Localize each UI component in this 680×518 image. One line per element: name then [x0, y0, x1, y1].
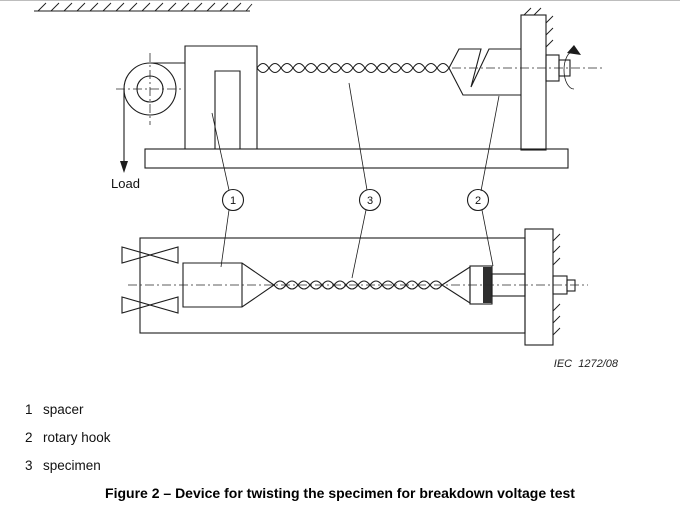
base-plate [144, 148, 569, 169]
legend-label: spacer [43, 401, 84, 417]
legend-number: 2 [25, 429, 33, 445]
rotary-hook-side [448, 48, 521, 96]
callout-2: 2 [466, 188, 490, 212]
legend-item-spacer: 1 spacer [25, 395, 111, 423]
rotation-arrow-icon [563, 45, 581, 90]
mounting-wall-side [520, 7, 554, 151]
callout-3: 3 [358, 188, 382, 212]
callout-3-number: 3 [367, 195, 373, 207]
callout-1: 1 [221, 188, 245, 212]
mounting-wall-top [524, 228, 561, 346]
specimen-twisted-wire-side [256, 62, 450, 74]
callout-2-number: 2 [475, 195, 481, 207]
legend-number: 1 [25, 401, 33, 417]
legend-label: specimen [43, 457, 101, 473]
top-view: Load [34, 2, 604, 191]
load-pulley [116, 53, 184, 125]
callout-1-number: 1 [230, 195, 236, 207]
bed-plate [139, 237, 526, 334]
load-arrow [120, 89, 128, 173]
legend-item-rotary-hook: 2 rotary hook [25, 423, 111, 451]
spacer-block [184, 45, 258, 149]
legend-label: rotary hook [43, 429, 111, 445]
legend-number: 3 [25, 457, 33, 473]
top-support-hatching [34, 2, 253, 12]
figure-caption: Figure 2 – Device for twisting the speci… [105, 485, 575, 501]
bottom-view [121, 228, 588, 346]
load-label: Load [111, 176, 140, 191]
iec-reference: IEC 1272/08 [554, 358, 619, 370]
leader-lines [211, 82, 500, 279]
legend-item-specimen: 3 specimen [25, 451, 111, 479]
guide-pulleys-top [121, 246, 179, 314]
legend: 1 spacer 2 rotary hook 3 specimen [25, 395, 111, 479]
